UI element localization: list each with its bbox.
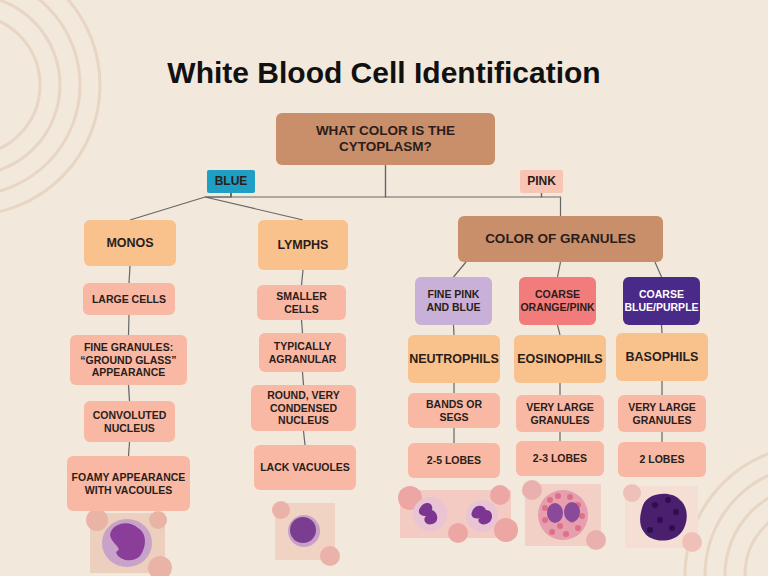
feature-box: VERY LARGE GRANULES bbox=[516, 395, 604, 432]
node-text: LARGE CELLS bbox=[92, 293, 166, 306]
feature-box: ROUND, VERY CONDENSED NUCLEUS bbox=[251, 385, 356, 431]
node-text: VERY LARGE GRANULES bbox=[621, 401, 703, 426]
node-text: MONOS bbox=[106, 236, 153, 251]
node-text: BASOPHILS bbox=[626, 350, 699, 365]
cell-type-box: LYMPHS bbox=[258, 220, 348, 270]
node-text: NEUTROPHILS bbox=[409, 352, 499, 367]
node-text: EOSINOPHILS bbox=[517, 352, 602, 367]
connector-line bbox=[454, 262, 467, 277]
connector-line bbox=[661, 432, 662, 442]
node-text: 2-5 LOBES bbox=[427, 454, 481, 467]
cell-type-box: MONOS bbox=[84, 220, 176, 266]
feature-box: VERY LARGE GRANULES bbox=[618, 395, 706, 432]
node-text: TYPICALLY AGRANULAR bbox=[262, 340, 343, 365]
connector-line bbox=[453, 428, 454, 443]
connector-line bbox=[559, 383, 560, 395]
node-text: COLOR OF GRANULES bbox=[485, 231, 636, 247]
connector-line bbox=[453, 325, 455, 335]
node-text: ROUND, VERY CONDENSED NUCLEUS bbox=[254, 389, 353, 427]
branch-label-box: BLUE bbox=[207, 170, 255, 193]
node-text: FOAMY APPEARANCE WITH VACOULES bbox=[70, 471, 187, 496]
node-text: 2-3 LOBES bbox=[533, 452, 587, 465]
node-text: WHAT COLOR IS THE CYTOPLASM? bbox=[279, 123, 492, 155]
feature-box: 2-5 LOBES bbox=[408, 443, 500, 478]
connector-line bbox=[661, 381, 662, 395]
neutrophil-photo bbox=[398, 485, 518, 543]
node-text: CONVOLUTED NUCLEUS bbox=[87, 409, 172, 434]
connector-line bbox=[128, 315, 130, 335]
connector-line bbox=[559, 432, 560, 441]
question-box: WHAT COLOR IS THE CYTOPLASM? bbox=[276, 113, 495, 165]
granule-color-box: COARSE ORANGE/PINK bbox=[519, 277, 596, 325]
feature-box: LACK VACUOLES bbox=[254, 445, 356, 490]
connector-line bbox=[303, 372, 304, 385]
node-text: LYMPHS bbox=[278, 238, 329, 253]
connector-line bbox=[655, 262, 662, 277]
question-box: COLOR OF GRANULES bbox=[458, 216, 663, 262]
node-text: PINK bbox=[527, 174, 556, 188]
connector-line bbox=[453, 383, 454, 393]
node-text: FINE PINK AND BLUE bbox=[418, 288, 489, 313]
node-text: SMALLER CELLS bbox=[260, 290, 343, 315]
connector-line bbox=[558, 325, 561, 335]
node-text: LACK VACUOLES bbox=[260, 461, 350, 474]
node-text: BANDS OR SEGS bbox=[411, 398, 497, 423]
feature-box: 2 LOBES bbox=[618, 442, 706, 477]
cell-type-box: EOSINOPHILS bbox=[514, 335, 606, 383]
feature-box: FOAMY APPEARANCE WITH VACOULES bbox=[67, 456, 190, 511]
connector-line bbox=[302, 320, 303, 333]
eosinophil-photo bbox=[522, 480, 606, 550]
monocyte-photo bbox=[86, 509, 172, 576]
feature-box: 2-3 LOBES bbox=[516, 441, 604, 476]
feature-box: LARGE CELLS bbox=[83, 283, 175, 315]
connector-line bbox=[558, 262, 561, 277]
lymphocyte-photo bbox=[272, 501, 340, 566]
branch-label-box: PINK bbox=[520, 170, 563, 193]
feature-box: CONVOLUTED NUCLEUS bbox=[84, 401, 175, 442]
connector-line bbox=[129, 266, 130, 283]
node-text: COARSE BLUE/PURPLE bbox=[624, 288, 698, 313]
cell-type-box: BASOPHILS bbox=[616, 333, 708, 381]
node-text: 2 LOBES bbox=[640, 453, 685, 466]
feature-box: SMALLER CELLS bbox=[257, 285, 346, 320]
basophil-photo bbox=[623, 484, 702, 552]
feature-box: FINE GRANULES: “GROUND GLASS” APPEARANCE bbox=[70, 335, 187, 385]
node-text: VERY LARGE GRANULES bbox=[519, 401, 601, 426]
connector-line bbox=[205, 193, 303, 220]
connector-line bbox=[129, 385, 130, 401]
connector-line bbox=[302, 270, 304, 285]
cell-type-box: NEUTROPHILS bbox=[408, 335, 500, 383]
connector-line bbox=[386, 165, 542, 197]
feature-box: BANDS OR SEGS bbox=[408, 393, 500, 428]
feature-box: TYPICALLY AGRANULAR bbox=[259, 333, 346, 372]
connector-line bbox=[542, 193, 561, 216]
node-text: BLUE bbox=[215, 174, 248, 188]
node-text: FINE GRANULES: “GROUND GLASS” APPEARANCE bbox=[73, 341, 184, 379]
diagram-title: White Blood Cell Identification bbox=[0, 56, 768, 90]
connector-line bbox=[129, 442, 130, 456]
connector-line bbox=[304, 431, 306, 445]
granule-color-box: FINE PINK AND BLUE bbox=[415, 277, 492, 325]
granule-color-box: COARSE BLUE/PURPLE bbox=[623, 277, 700, 325]
node-text: COARSE ORANGE/PINK bbox=[520, 288, 594, 313]
connector-line bbox=[661, 325, 663, 333]
